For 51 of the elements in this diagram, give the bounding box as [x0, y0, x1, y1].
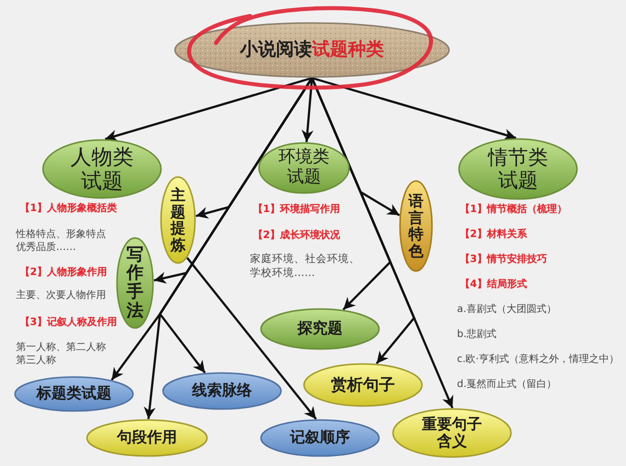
node-text: 重要句子含义 — [421, 416, 483, 450]
node-text: 标题类试题 — [36, 385, 112, 403]
vertical-ellipse — [116, 237, 154, 329]
node-text: 赏析句子 — [331, 376, 395, 394]
node-text: 人物类试题 — [70, 144, 134, 194]
node-text: 情节类试题 — [486, 146, 549, 192]
ellipse-node — [392, 408, 512, 458]
note-text: c.欧·亨利式（意料之外，情理之中） — [457, 353, 619, 366]
note-text: b.悲剧式 — [457, 328, 497, 341]
node-text: 写作手法 — [126, 246, 144, 320]
note-text: 第一人称、第二人称第三人称 — [16, 341, 107, 367]
note-heading: 【1】环境描写作用 — [253, 203, 340, 216]
note-text: 主要、次要人物作用 — [16, 289, 106, 302]
node-text: 主题提炼 — [170, 187, 186, 253]
note-text: 性格特点、形象特点优秀品质…… — [16, 228, 107, 254]
vertical-ellipse — [399, 180, 433, 272]
note-heading: 【4】结局形式 — [460, 278, 527, 291]
arrow — [186, 257, 317, 420]
note-heading: 【1】人物形象概括类 — [20, 202, 117, 215]
node-text: 探究题 — [298, 320, 342, 338]
category-ellipse — [458, 138, 578, 200]
ellipse-node — [260, 308, 380, 350]
note-heading: 【2】成长环境状况 — [253, 229, 340, 242]
node-text: 记叙顺序 — [290, 429, 350, 447]
note-text: d.戛然而止式（留白） — [457, 378, 557, 391]
node-text: 环境类试题 — [277, 148, 330, 188]
arrow — [312, 76, 516, 140]
ellipse-node — [162, 372, 282, 410]
arrow — [104, 76, 312, 142]
note-text: a.喜剧式（大团圆式） — [457, 303, 556, 316]
note-text: 家庭环境、社会环境、学校环境…… — [250, 253, 361, 280]
main-ellipse — [174, 22, 450, 78]
note-heading: 【2】材料关系 — [460, 228, 527, 241]
node-text: 线索脉络 — [192, 382, 252, 400]
category-ellipse — [258, 142, 350, 194]
ellipse-node — [14, 376, 134, 412]
node-text: 试题种类 — [312, 40, 384, 60]
note-heading: 【2】人物形象作用 — [20, 266, 107, 279]
note-heading: 【1】情节概括（梳理） — [460, 203, 567, 216]
arrow — [310, 78, 454, 408]
vertical-ellipse — [160, 176, 196, 264]
ellipse-node — [303, 363, 423, 407]
ellipse-node — [86, 419, 208, 457]
node-text: 小说阅读 — [240, 40, 312, 60]
arrow — [302, 78, 314, 142]
note-heading: 【3】情节安排技巧 — [460, 253, 547, 266]
ellipse-node — [260, 419, 380, 457]
node-text: 句段作用 — [117, 429, 177, 447]
node-text: 语言特色 — [408, 193, 424, 259]
category-ellipse — [42, 139, 162, 199]
note-heading: 【3】记叙人称及作用 — [20, 316, 117, 329]
